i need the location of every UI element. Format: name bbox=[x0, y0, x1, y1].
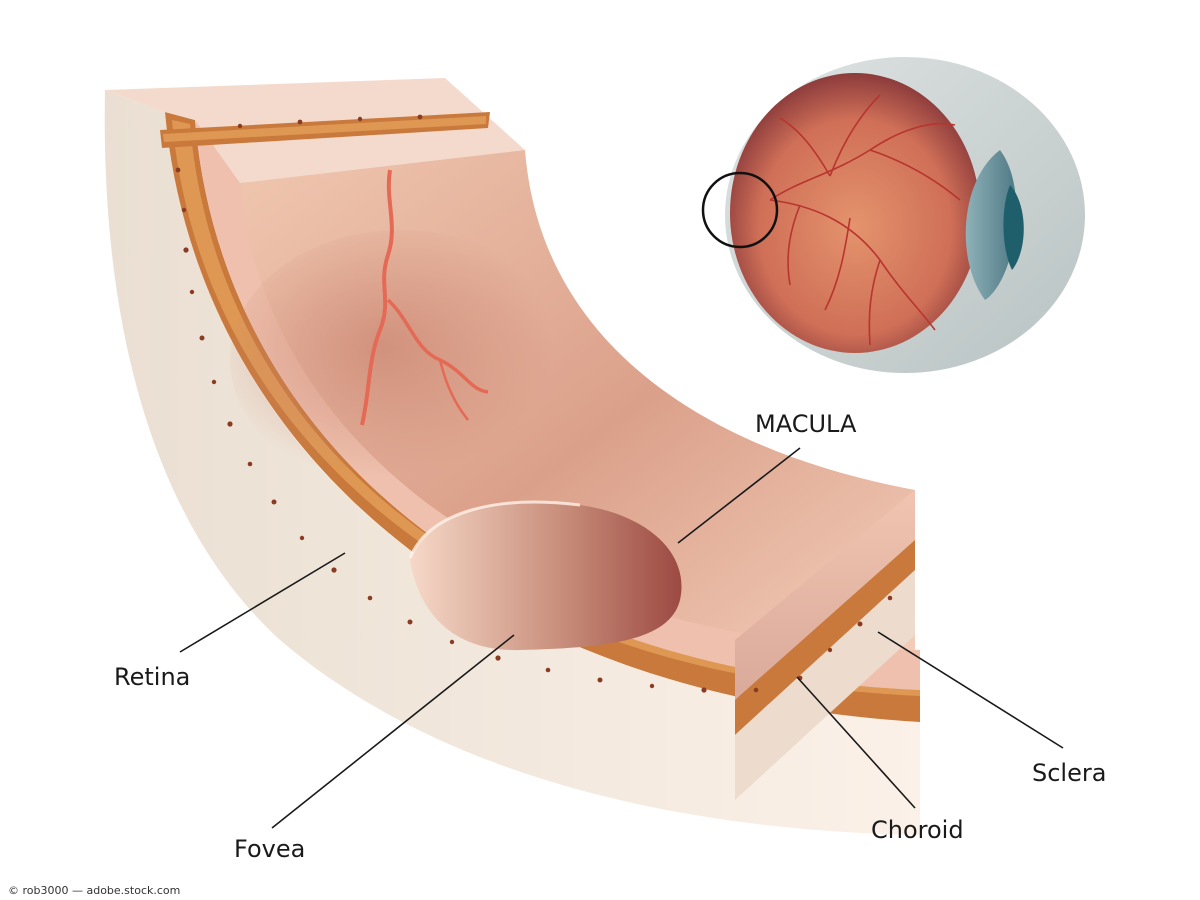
eyeball-inset bbox=[701, 57, 1085, 373]
choroid-speckles bbox=[175, 114, 893, 693]
macula-leader bbox=[677, 447, 801, 544]
fovea-label: Fovea bbox=[234, 835, 305, 863]
sclera-leader bbox=[877, 631, 1064, 749]
macula-depression bbox=[410, 502, 682, 651]
sclera-layer bbox=[104, 90, 920, 835]
retina-cross-section bbox=[104, 78, 920, 835]
macula-label: MACULA bbox=[755, 410, 857, 438]
choroid-leader bbox=[796, 676, 916, 809]
sclera-label: Sclera bbox=[1032, 759, 1106, 787]
lens-iris bbox=[965, 150, 1017, 300]
retina-leader bbox=[179, 552, 346, 653]
retinal-vessels bbox=[769, 94, 961, 346]
choroid-label: Choroid bbox=[871, 816, 964, 844]
image-credit: © rob3000 — adobe.stock.com bbox=[8, 884, 181, 897]
blood-vessel bbox=[360, 169, 394, 426]
fovea-leader bbox=[271, 634, 515, 829]
right-cut-face bbox=[735, 490, 915, 700]
retina-label: Retina bbox=[114, 663, 190, 691]
eyeball-interior bbox=[730, 73, 980, 353]
macula-callout-circle bbox=[701, 171, 779, 249]
